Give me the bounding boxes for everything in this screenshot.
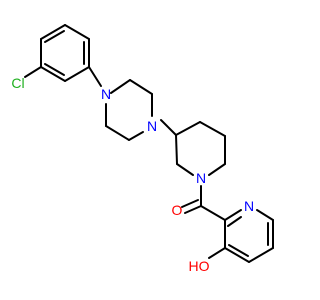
bond bbox=[129, 79, 153, 95]
hydroxyl-label: HO bbox=[189, 258, 210, 274]
piperazine-aryl-nitrogen-label: N bbox=[101, 86, 111, 102]
bond bbox=[248, 247, 274, 263]
piperidine-nitrogen-label: N bbox=[196, 170, 206, 186]
bond bbox=[88, 66, 102, 87]
bond bbox=[208, 247, 226, 259]
bond bbox=[64, 24, 90, 40]
bond bbox=[40, 66, 66, 82]
bond bbox=[224, 247, 250, 263]
atom-labels: Cl N N N O N HO bbox=[11, 75, 254, 274]
bond bbox=[44, 63, 65, 76]
bond bbox=[256, 209, 274, 221]
carbonyl-oxygen-label: O bbox=[172, 202, 183, 218]
bond bbox=[64, 66, 90, 82]
bond bbox=[44, 30, 65, 43]
bond bbox=[24, 66, 42, 78]
bond bbox=[227, 216, 242, 227]
bond bbox=[200, 205, 226, 221]
bond bbox=[110, 79, 131, 94]
bond bbox=[228, 244, 249, 257]
bond bbox=[176, 163, 194, 176]
bond bbox=[208, 163, 226, 176]
bond bbox=[128, 131, 144, 141]
bonds bbox=[24, 24, 274, 263]
bond bbox=[160, 119, 177, 136]
bond bbox=[105, 125, 130, 141]
bond bbox=[181, 199, 199, 208]
piperazine-alkyl-nitrogen-label: N bbox=[147, 118, 157, 134]
molecule-structure: Cl N N N O N HO bbox=[11, 24, 274, 274]
bond bbox=[184, 205, 202, 214]
bond bbox=[224, 209, 242, 221]
bond bbox=[40, 24, 66, 40]
bond bbox=[175, 134, 178, 165]
bond bbox=[175, 121, 201, 136]
chlorine-label: Cl bbox=[11, 75, 24, 91]
bond bbox=[199, 121, 226, 137]
pyridine-nitrogen-label: N bbox=[244, 198, 254, 214]
